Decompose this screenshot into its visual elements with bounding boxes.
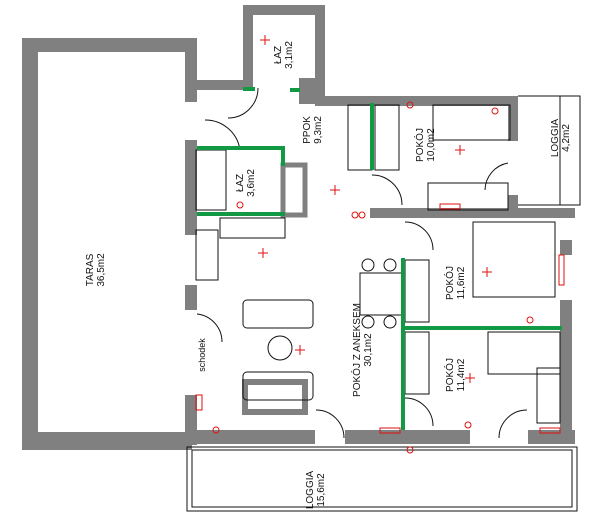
room-label-taras: TARAS36,5m2	[85, 253, 107, 287]
outlines	[186, 87, 581, 512]
room-label-ppok: PPOK9,3m2	[302, 116, 324, 144]
room-label-pokoj-10: POKÓJ10,0m2	[413, 128, 437, 162]
room-label-pokoj-11-4: POKÓJ11,4m2	[443, 358, 467, 392]
room-label-pokoj-11-6: POKÓJ11,6m2	[443, 266, 467, 300]
room-label-loggia-large: LOGGIA15,6m2	[305, 471, 327, 510]
room-label-loggia-small: LOGGIA4,2m2	[550, 119, 572, 158]
room-label-salon: POKÓJ Z ANEKSEM30,1m2	[350, 303, 374, 397]
partitions	[197, 87, 562, 430]
electrical-symbols	[195, 35, 565, 454]
room-label-laz-2: ŁAZ3,6m2	[235, 169, 257, 197]
room-label-laz-1: ŁAZ3,1m2	[273, 41, 295, 69]
walls	[22, 5, 575, 450]
stairs-label: schodek	[197, 338, 207, 372]
